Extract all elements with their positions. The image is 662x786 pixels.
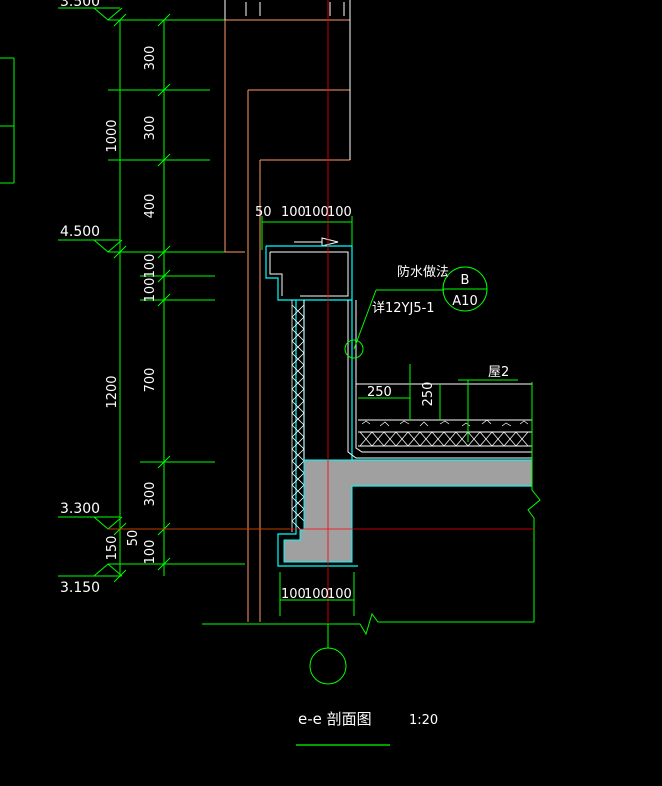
drawing-title-group: e-e 剖面图 1:20 [296,710,438,746]
dim-400: 400 [143,194,158,219]
axis-circle [309,647,347,685]
dimension-texts-vertical: 300 300 400 1000 100 100 700 1200 300 15… [105,46,158,565]
wall-outline [224,0,350,622]
elevation-bottom-text: 3.150 [60,580,100,596]
elevation-marker-bottom: 3.150 [58,563,245,596]
elevation-marker-top: 3.500 [58,0,225,21]
elevation-top-text: 3.500 [60,0,100,10]
roof-label: 屋2 [488,365,509,380]
dim-100b: 100 [143,278,158,303]
insulation-layer [291,300,305,534]
ground-line [202,612,534,636]
dim-100a: 100 [143,254,158,279]
dim-1200: 1200 [105,375,120,408]
waterproof-membrane [347,300,532,459]
detail-circle-top: B [461,273,470,288]
dim-100c: 100 [143,540,158,565]
roof-label-group: 屋2 [458,365,518,442]
drawing-title: e-e 剖面图 [298,710,372,728]
elevation-mid-text: 4.500 [60,224,100,240]
callout-label: 防水做法 [397,264,449,280]
dim-250-horizontal: 250 [367,385,392,400]
roof-layers [356,383,532,447]
elevation-marker-mid: 4.500 [58,224,245,253]
wall-outline-white [224,0,351,160]
top-ticks [245,2,345,16]
parapet-inner [269,251,349,297]
callout-ref: 详12YJ5-1 [372,301,435,316]
dim-top-100c: 100 [327,205,352,220]
dim-side-50: 50 [126,530,141,547]
dim-150: 150 [105,536,120,561]
dim-bottom-100b: 100 [304,587,329,602]
dim-300b: 300 [143,116,158,141]
dim-bottom-horizontal: 100 100 100 [279,572,355,616]
axis-lines [108,0,534,640]
elevation-lower-text: 3.300 [60,501,100,517]
dim-top-100a: 100 [281,205,306,220]
dim-1000: 1000 [105,119,120,152]
elevation-marker-lower: 3.300 [58,501,290,530]
dim-top-50: 50 [255,205,272,220]
dim-top-horizontal: 50 100 100 100 [255,205,353,250]
left-edge-marks [0,57,15,184]
drawing-scale: 1:20 [409,713,438,728]
concrete-slab [283,459,533,563]
waterproof-callout: 防水做法 详12YJ5-1 B A10 [344,264,488,359]
dim-bottom-100c: 100 [327,587,352,602]
dimension-chains-vertical [108,13,215,583]
roof-dims: 250 250 [358,364,441,420]
detail-circle-bottom: A10 [452,294,477,309]
dim-bottom-100a: 100 [281,587,306,602]
dim-300a: 300 [143,46,158,71]
dim-700: 700 [143,368,158,393]
dim-300c: 300 [143,482,158,507]
dim-top-100b: 100 [304,205,329,220]
right-boundary [527,382,541,622]
dim-250-vertical: 250 [421,382,436,407]
